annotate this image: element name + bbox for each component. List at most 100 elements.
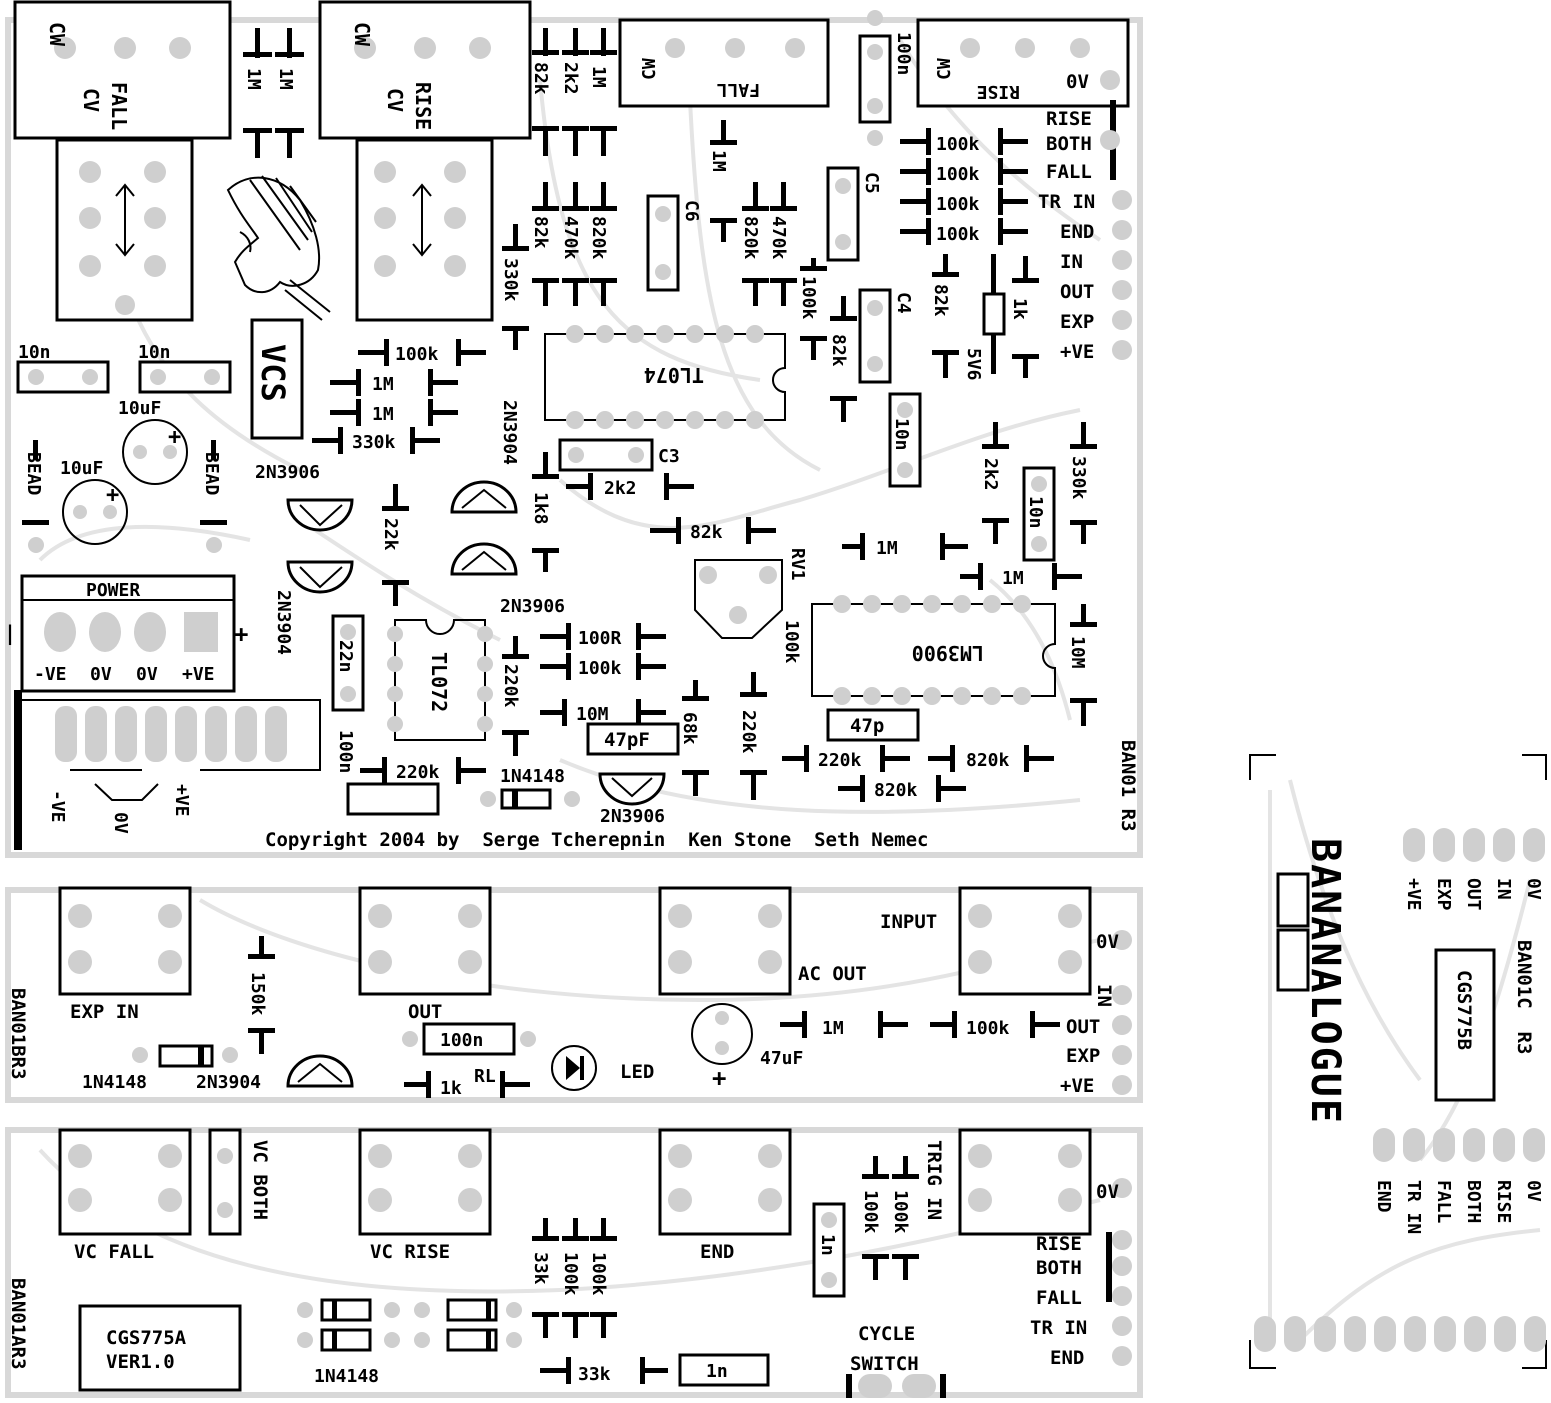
hdr-both: BOTH — [1046, 133, 1092, 155]
b-pin-in: IN — [1093, 984, 1115, 1007]
a-pin-trin: TR IN — [1030, 1317, 1087, 1339]
resistor-100k: 100k — [900, 218, 1028, 245]
rise-pot-label: RISE — [977, 81, 1020, 102]
tl072-label: TL072 — [427, 652, 451, 712]
r330k-label: 330k — [500, 258, 521, 302]
section-a: BAN01AR3 VC FALL VC BOTH VC RISE END — [7, 1128, 1132, 1398]
resistor-82k: 82k — [930, 254, 959, 378]
transistor-2n3906: 2N3906 — [450, 542, 565, 617]
capacitor-c3: C3 — [558, 438, 680, 472]
resistor-100k: 100k — [798, 258, 827, 360]
rise-pot-header: CW RISE — [916, 18, 1130, 108]
a-pin-header: 0V RISE BOTH FALL TR IN END — [1030, 1178, 1132, 1369]
resistor-2k2: 2k2 — [980, 422, 1009, 544]
resistor-10m: 10M — [1067, 604, 1097, 726]
rl-label: RL — [474, 1066, 496, 1087]
c10uf-a-label: 10uF — [118, 398, 161, 419]
resistor-1m: 1M — [842, 533, 968, 560]
c-bottom-pins: END TR IN FALL BOTH RISE 0V — [1373, 1128, 1545, 1234]
b-q-label: 2N3904 — [196, 1072, 261, 1093]
power-pin-pos: +VE — [182, 664, 215, 685]
b-pin-out: OUT — [1066, 1016, 1100, 1038]
bus-pos-label: +VE — [171, 784, 192, 817]
rv1-value-label: 100k — [781, 620, 802, 664]
resistor-220k: 220k — [738, 672, 767, 800]
zener-5v6: 5V6 — [963, 254, 1006, 381]
c-edge-pins — [1254, 1316, 1546, 1352]
c-bpin-rise: RISE — [1493, 1180, 1514, 1223]
resistor-82k: 82k — [530, 28, 559, 156]
c5-label: C5 — [861, 172, 882, 194]
r470k-label: 470k — [560, 216, 581, 260]
hdr-trin: TR IN — [1038, 191, 1095, 213]
b-r1m-label: 1M — [822, 1018, 844, 1039]
vc-both-label: VC BOTH — [249, 1140, 271, 1220]
chip-cgs775b: CGS775B — [1434, 948, 1496, 1102]
r820k-c-label: 820k — [966, 750, 1010, 771]
a-r100k-a-label: 100k — [560, 1252, 581, 1296]
vc-fall-jack: VC FALL — [58, 1128, 192, 1263]
rise-cv-label-1: RISE — [411, 82, 435, 130]
resistor-2k2: 2k2 — [560, 28, 589, 156]
a-pin-both: BOTH — [1036, 1257, 1082, 1279]
electrolytic-10uf: 10uF + — [60, 458, 128, 545]
mid-components: 10n 10n VCS 10uF + 10uF + BEAD — [16, 318, 1097, 827]
diode-1n4148: 1N4148 — [480, 766, 580, 810]
resistor-100k: 100k — [900, 128, 1028, 155]
r100r-label: 100R — [578, 628, 622, 649]
cgs775a-line2: VER1.0 — [106, 1351, 175, 1373]
a-pin-rise: RISE — [1036, 1233, 1082, 1255]
a-c1n-a-label: 1n — [817, 1234, 838, 1256]
c-bpin-both: BOTH — [1463, 1180, 1484, 1223]
resistor-100k: 100k — [588, 1218, 617, 1338]
resistor-820k: 820k — [740, 182, 769, 306]
cycle-label: CYCLE — [858, 1323, 915, 1345]
ac-out-label: AC OUT — [798, 963, 867, 985]
q1-label: 2N3906 — [255, 462, 320, 483]
diode-1n4148: 1N4148 — [82, 1044, 238, 1093]
ic-tl074: TL074 — [544, 325, 786, 429]
c-top-pins: +VE EXP OUT IN 0V — [1403, 828, 1545, 911]
fall-cv-label-2: CV — [79, 88, 103, 112]
out-label: OUT — [408, 1001, 442, 1023]
b-pin-ve: +VE — [1060, 1075, 1094, 1097]
r220k-a-label: 220k — [500, 664, 521, 708]
trig-in-label: TRIG IN — [923, 1140, 945, 1220]
power-minus-mark: | — [4, 621, 16, 645]
b-pin-0v: 0V — [1096, 931, 1119, 953]
r220k-c-label: 220k — [818, 750, 862, 771]
c10n-c-label: 10n — [891, 418, 912, 451]
resistor-470k: 470k — [768, 182, 797, 306]
input-label: INPUT — [880, 911, 937, 933]
a-r33k-label: 33k — [530, 1252, 551, 1285]
c-board-id: BAN01C R3 — [1513, 940, 1535, 1054]
r1m-b-label: 1M — [275, 68, 296, 90]
c10n-a-label: 10n — [18, 342, 51, 363]
b-diode-label: 1N4148 — [82, 1072, 147, 1093]
copyright-text: Copyright 2004 by Serge Tcherepnin Ken S… — [265, 829, 928, 851]
capacitor-1n: 1n — [812, 1202, 846, 1298]
capacitor-100n: 100n — [402, 1022, 536, 1056]
resistor-820k: 820k — [588, 182, 617, 306]
transistor-2n3906: 2N3906 — [598, 772, 666, 827]
power-connector: POWER -VE 0V 0V +VE | + — [4, 574, 248, 693]
resistor-1m: 1M — [780, 1011, 908, 1039]
resistor-1m: 1M — [708, 120, 737, 242]
fall-slider-pot — [55, 138, 194, 322]
r82k-b-label: 82k — [530, 216, 551, 249]
resistor-1m: 1M — [960, 563, 1082, 590]
bus-zero-label: 0V — [110, 812, 131, 834]
r10m-a-label: 10M — [576, 704, 609, 725]
c3-label: C3 — [658, 446, 680, 467]
led-indicator: LED — [551, 1045, 654, 1091]
ic-tl072: TL072 — [387, 619, 493, 741]
z5v6-label: 5V6 — [963, 348, 984, 381]
capacitor-47p: 47p — [826, 708, 920, 742]
exp-in-jack: EXP IN — [58, 886, 192, 1023]
resistor-220k: 220k — [782, 745, 910, 772]
cgs775b-label: CGS775B — [1453, 970, 1475, 1050]
resistor-100k: 100k — [900, 158, 1028, 185]
resistor-330k: 330k — [312, 427, 440, 454]
c47uf-label: 47uF — [760, 1048, 803, 1069]
r2k2-d-label: 2k2 — [980, 458, 1001, 491]
